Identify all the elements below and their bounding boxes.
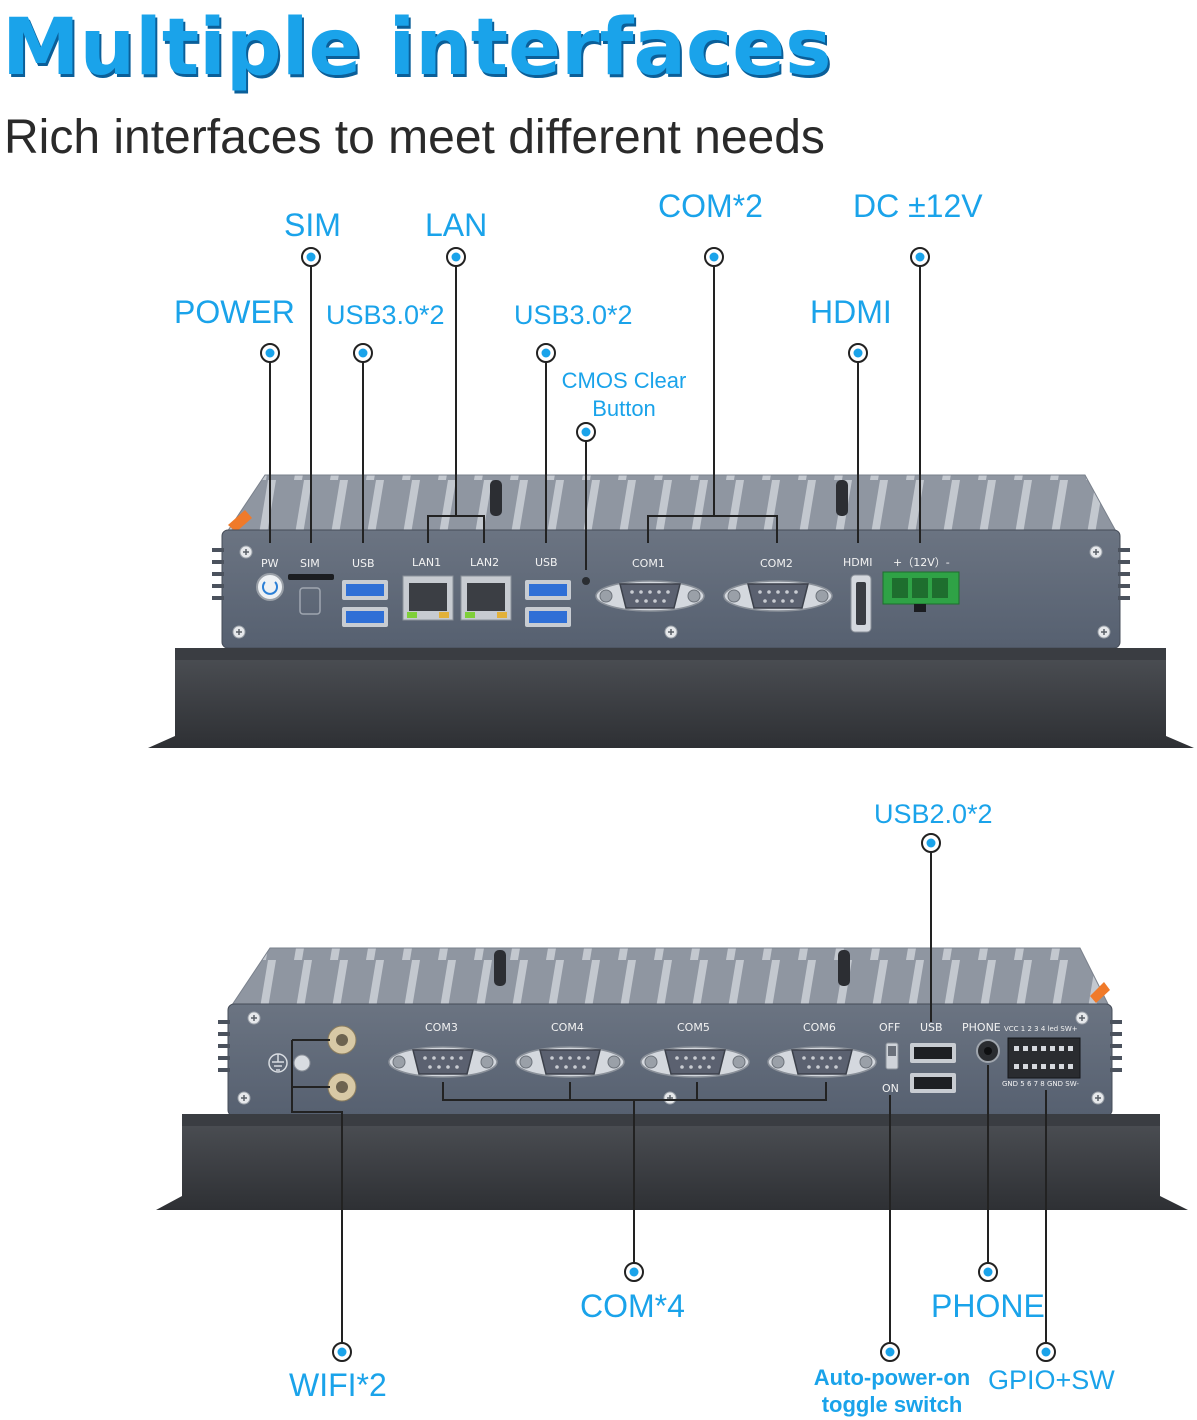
callout-cmos-clear: CMOS Clear Button — [558, 367, 690, 423]
callout-power: POWER — [174, 294, 295, 330]
callout-sim: SIM — [284, 207, 341, 243]
port-label-on: ON — [882, 1082, 899, 1095]
callout-phone: PHONE — [931, 1288, 1045, 1324]
callout-usb3-right: USB3.0*2 — [514, 300, 633, 330]
port-label-com2: COM2 — [760, 557, 793, 570]
port-label-gpio-top: VCC 1 2 3 4 led SW+ — [1004, 1025, 1078, 1033]
callout-dc-12v: DC ±12V — [853, 188, 983, 224]
callout-cmos-line2: Button — [592, 396, 656, 421]
page-title: Multiple interfaces — [2, 3, 832, 93]
port-label-com4: COM4 — [551, 1021, 584, 1034]
callout-auto-power-on: Auto-power-on toggle switch — [806, 1364, 978, 1418]
port-label-phone: PHONE — [962, 1021, 1001, 1034]
callout-com2: COM*2 — [658, 188, 763, 224]
page-subtitle: Rich interfaces to meet different needs — [4, 111, 825, 164]
port-label-dc: +（12V）- — [893, 556, 950, 569]
port-label-lan2: LAN2 — [470, 556, 500, 569]
callout-cmos-line1: CMOS Clear — [561, 368, 687, 393]
port-label-com1: COM1 — [632, 557, 665, 570]
callout-com4: COM*4 — [580, 1288, 685, 1324]
port-label-com5: COM5 — [677, 1021, 710, 1034]
callout-usb3-left: USB3.0*2 — [326, 300, 445, 330]
callout-auto-line1: Auto-power-on — [813, 1365, 971, 1390]
port-label-pw: PW — [261, 557, 279, 570]
callout-gpio-sw: GPIO+SW — [988, 1365, 1115, 1395]
port-label-hdmi: HDMI — [843, 556, 873, 569]
callout-lan: LAN — [425, 207, 488, 243]
port-label-gpio-bottom: GND 5 6 7 8 GND SW- — [1002, 1080, 1079, 1088]
port-label-sim: SIM — [300, 557, 320, 570]
port-label-usb2: USB — [535, 556, 558, 569]
callout-auto-line2: toggle switch — [821, 1392, 963, 1417]
port-label-com6: COM6 — [803, 1021, 836, 1034]
port-label-usb: USB — [920, 1021, 943, 1034]
port-label-usb1: USB — [352, 557, 375, 570]
callout-usb2: USB2.0*2 — [874, 799, 993, 829]
port-label-off: OFF — [879, 1021, 901, 1034]
callout-wifi: WIFI*2 — [289, 1367, 387, 1403]
port-label-com3: COM3 — [425, 1021, 458, 1034]
port-label-lan1: LAN1 — [412, 556, 442, 569]
callout-hdmi: HDMI — [810, 294, 892, 330]
